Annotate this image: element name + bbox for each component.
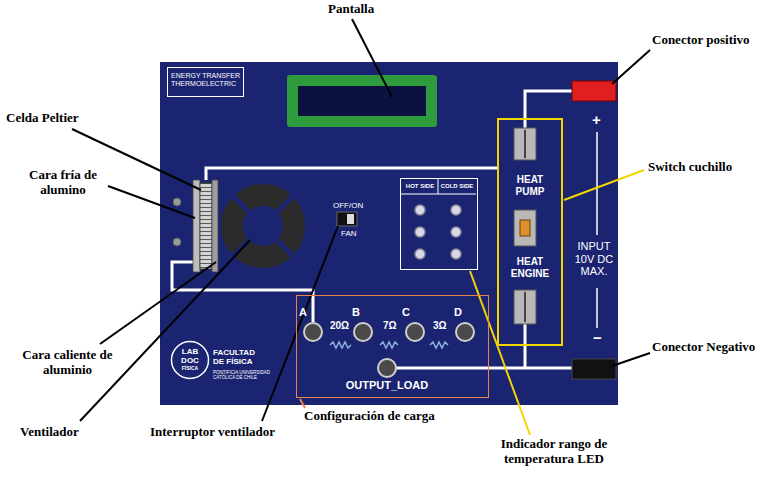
terminal (406, 323, 424, 341)
led (415, 205, 425, 215)
led (415, 227, 425, 237)
panel-text: FÍSICA (174, 366, 206, 372)
screw (173, 198, 181, 206)
panel-text: C (402, 306, 410, 319)
callout-label: Cara caliente de aluminio (10, 348, 125, 378)
screen-frame (287, 75, 437, 127)
fan-switch (337, 212, 357, 226)
terminal (378, 359, 396, 377)
polarity-line (596, 132, 598, 235)
table-divider (400, 194, 476, 195)
panel-label: FAN (341, 229, 357, 238)
callout-label: Switch cuchillo (648, 160, 732, 175)
led (451, 205, 461, 215)
resistor-symbol (330, 342, 351, 348)
panel-box: HEAT PUMP HEAT ENGINE (497, 118, 563, 346)
table-divider (438, 178, 439, 194)
panel-text: HEAT PUMP (508, 174, 552, 197)
fan-gap (276, 195, 294, 213)
knife-switch (514, 210, 536, 246)
panel-label: FACULTAD DE FÍSICA (213, 348, 265, 366)
wire (525, 91, 572, 128)
led (415, 249, 425, 259)
callout-label: Conector Negativo (652, 340, 755, 355)
panel-text: 20Ω (330, 320, 349, 332)
knife-handle (520, 220, 530, 236)
positive-connector (572, 81, 616, 101)
panel-text: COLD SIDE (439, 183, 475, 190)
knife-blade (524, 292, 526, 322)
fan-gaps (232, 195, 294, 257)
leader-line (612, 50, 650, 84)
callout-label: Conector positivo (652, 33, 750, 48)
screw (173, 238, 181, 246)
callout-label: Configuración de carga (304, 409, 435, 424)
leader-line (108, 186, 195, 218)
board (160, 62, 618, 405)
panel-label: INPUT 10V DC MAX. (571, 240, 617, 278)
led-group (415, 205, 461, 259)
leader-line (262, 226, 338, 421)
screen (298, 86, 426, 116)
fan (232, 195, 294, 257)
fan-gap (232, 195, 250, 213)
cold-face (193, 180, 200, 272)
peltier-cell (200, 183, 212, 269)
leader-lines (72, 19, 650, 421)
terminal (354, 323, 372, 341)
panel-text: HEAT ENGINE (502, 256, 558, 279)
panel-label: OFF/ON (333, 201, 363, 210)
callout-label: Cara fría de alumino (14, 168, 112, 198)
knife-switch (514, 128, 536, 160)
callout-label: Celda Peltier (6, 111, 79, 126)
fan-switch-toggle (347, 214, 354, 224)
panel-text: LAB DOC (174, 347, 206, 365)
wires (172, 91, 597, 368)
wire (524, 324, 527, 368)
callout-label: Indicador rango de temperatura LED (498, 437, 610, 467)
terminal (304, 323, 322, 341)
led (451, 227, 461, 237)
leader-line (300, 399, 305, 408)
panel-text: 7Ω (383, 320, 397, 332)
panel-text: 3Ω (433, 320, 447, 332)
knife-switch (514, 290, 536, 324)
resistors (330, 342, 448, 348)
panel-box: ENERGY TRANSFER THERMOELECTRIC (167, 67, 244, 97)
panel-text: ENERGY TRANSFER THERMOELECTRIC (171, 72, 241, 88)
callout-label: Ventilador (20, 425, 79, 440)
resistor-symbol (380, 342, 398, 348)
led (451, 249, 461, 259)
hot-face (212, 180, 218, 272)
leader-line (564, 170, 644, 200)
terminals (304, 323, 474, 377)
panel-text: HOT SIDE (402, 183, 438, 190)
leader-line (80, 240, 250, 421)
callout-label: Pantalla (328, 2, 374, 17)
logo-ring (172, 342, 209, 379)
panel-label: + (592, 111, 601, 128)
panel-box: HOT SIDECOLD SIDE (400, 178, 478, 270)
callout-label: Interruptor ventilador (150, 425, 275, 440)
leader-line (100, 262, 216, 344)
knife-blade (524, 130, 526, 158)
panel-text: OUTPUT_LOAD (337, 379, 437, 392)
fan-gap (276, 239, 294, 257)
panel-label: PONTIFICIA UNIVERSIDAD CATÓLICA DE CHILE (213, 370, 271, 380)
panel-label: − (593, 329, 602, 346)
panel-text: B (352, 306, 360, 319)
logo-circle: LAB DOCFÍSICA (170, 340, 210, 380)
panel-text: A (299, 306, 307, 319)
terminal (456, 323, 474, 341)
leader-line (352, 19, 392, 97)
panel-text: D (454, 306, 462, 319)
resistor-symbol (430, 342, 448, 348)
wire (395, 367, 572, 370)
negative-connector (572, 359, 616, 379)
panel-box: A 20ΩB 7Ω C 3Ω D OUTPUT_LOAD (296, 295, 489, 398)
leader-line (612, 353, 650, 366)
polarity-line (596, 288, 598, 328)
